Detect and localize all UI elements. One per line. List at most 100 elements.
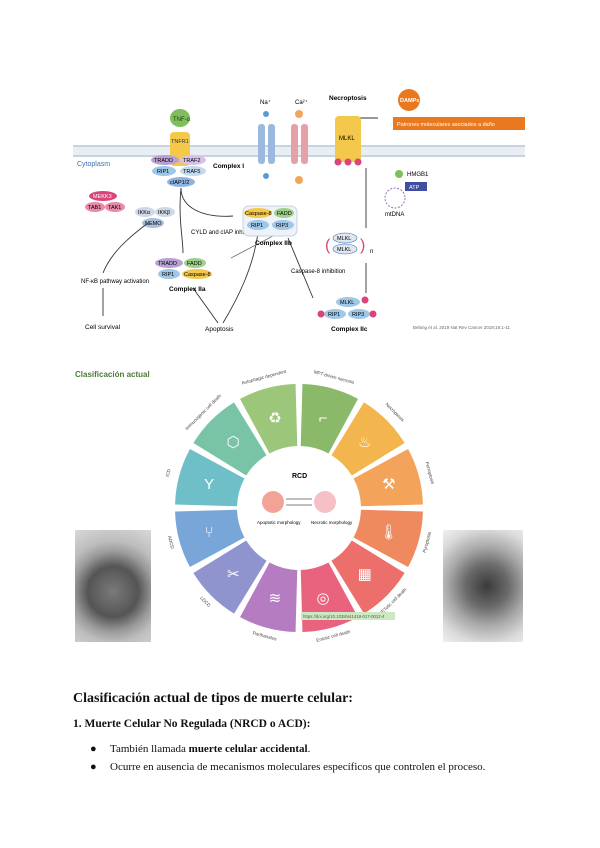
fadd-label: FADD <box>187 261 202 267</box>
list-item: ● Ocurre en ausencia de mecanismos molec… <box>90 761 485 773</box>
cell-membrane <box>73 146 525 156</box>
wheel-segment-label: Ferroptosis <box>424 461 435 485</box>
tak1-label: TAK1 <box>108 205 121 211</box>
cutlery-icon: ⑂ <box>205 524 214 541</box>
wheel-segment <box>300 384 358 454</box>
ciap-label: cIAP1/2 <box>170 180 189 186</box>
wheel-segment <box>193 402 267 476</box>
list-item: ● También llamada muerte celular acciden… <box>90 743 485 755</box>
patrones-label: Patrones moleculares asociados a daño <box>397 122 495 128</box>
apoptotic-cell <box>262 491 284 513</box>
rip3-label: RIP3 <box>276 223 288 229</box>
bullet-icon: ● <box>90 743 97 755</box>
mlkl1-node <box>332 232 358 244</box>
fadd-node <box>184 258 206 268</box>
svg-text:(: ( <box>325 237 331 254</box>
bullet-suffix: . <box>307 743 311 755</box>
mekk3-node <box>89 191 117 201</box>
nfkb-label: NF-κB pathway activation <box>81 279 149 285</box>
dna-icon: ≋ <box>269 590 282 607</box>
rip1-label: RIP1 <box>157 169 169 175</box>
rcd-wheel: ⌐♨⚒🌡▦◎≋✂⑂Y⬡♻ RCD Apoptotic morphology Ne… <box>165 369 436 643</box>
rip1b-label: RIP1 <box>162 272 174 278</box>
bullet-icon: ● <box>90 761 97 773</box>
fire-icon: ♨ <box>358 434 371 451</box>
rip1c-node <box>247 220 269 230</box>
ikkb-label: IKKβ <box>158 210 170 216</box>
caspase8b-node <box>244 208 272 218</box>
scissors-icon: ✂ <box>227 566 240 583</box>
wheel-segment <box>175 509 245 567</box>
wheel-segment-label: Autophagic dependent <box>241 369 287 386</box>
tnf-ligand <box>170 109 190 127</box>
rip1b-node <box>158 269 180 279</box>
wheel-segment-label: ICD <box>165 468 172 478</box>
faucet-icon: ⌐ <box>319 410 328 427</box>
mlkl-c-node <box>336 297 360 307</box>
tradd2-node <box>155 258 183 268</box>
fadd2-label: FADD <box>277 211 292 217</box>
pathway-arrows <box>102 117 378 324</box>
wheel-segment-label: Entotic cell death <box>316 629 352 643</box>
svg-text:): ) <box>360 237 365 254</box>
net-icon: ▦ <box>358 566 372 583</box>
pathway-diagram: Cytoplasm TNF-α TNFR1 TRADD TRAF2 RIP1 T… <box>73 89 525 333</box>
complex2a-label: Complex IIa <box>169 286 206 293</box>
mlkl-pore <box>335 116 361 162</box>
tradd-label: TRADD <box>154 158 173 164</box>
figure-title: Clasificación actual <box>75 370 150 379</box>
caspase8-label: Caspase-8 <box>184 272 211 278</box>
tnfr1-label: TNFR1 <box>171 139 189 145</box>
bullet-text: Ocurre en ausencia de mecanismos molecul… <box>110 761 486 773</box>
rip3-node <box>272 220 294 230</box>
cell-survival-label: Cell survival <box>85 324 121 331</box>
necrotic-label: Necrotic morphology <box>311 520 353 525</box>
anvil-icon: ⚒ <box>382 476 395 493</box>
caspase8-node <box>182 269 212 279</box>
wheel-segment <box>240 384 298 454</box>
traf2-label: TRAF2 <box>183 158 200 164</box>
wheel-segment-label: Parthanatos <box>252 630 278 641</box>
tnf-pathway-figure: Cytoplasm TNF-α TNFR1 TRADD TRAF2 RIP1 T… <box>73 88 525 340</box>
rip1d-node <box>324 309 346 319</box>
section-subheading: 1. Muerte Celular No Regulada (NRCD o AC… <box>73 718 311 730</box>
nemo-label: NEMO <box>145 221 162 227</box>
necrotic-cell <box>314 491 336 513</box>
link-box <box>301 612 395 620</box>
wheel-segment-label: ADCD <box>167 535 175 550</box>
apoptosis-label: Apoptosis <box>205 326 234 333</box>
complex2b-label: Complex IIb <box>255 240 292 247</box>
traf5-node <box>180 166 206 176</box>
ca-label: Ca²⁺ <box>295 99 308 106</box>
fadd2-node <box>274 208 294 218</box>
bullet-bold-text: muerte celular accidental <box>188 743 308 755</box>
bullet-text: También llamada <box>110 743 189 755</box>
mtdna-label: mtDNA <box>385 212 404 218</box>
mlkl-main-label: MLKL <box>339 136 355 142</box>
wheel-segment <box>331 402 405 476</box>
wheel-segment-label: LDCD <box>199 595 212 608</box>
bullet-list: ● También llamada muerte celular acciden… <box>90 743 485 779</box>
ikka-label: IKKα <box>138 210 151 216</box>
tradd-node <box>151 155 179 165</box>
cell-in-cell-icon: ◎ <box>317 590 330 607</box>
damps-label: DAMPs <box>400 98 419 104</box>
mlkl-c-label: MLKL <box>340 300 354 306</box>
traf5-label: TRAF5 <box>183 169 200 175</box>
wheel-segment-label: MPT-driven necrosis <box>313 369 355 385</box>
recycle-icon: ♻ <box>268 410 281 427</box>
rcd-label: RCD <box>292 473 307 480</box>
wheel-segment-label: Necroptosis <box>384 402 405 423</box>
caspase-inhibition-label: Caspase-8 inhibition <box>291 269 345 275</box>
antibody-icon: Y <box>204 476 214 493</box>
traf2-node <box>180 155 206 165</box>
nemo-node <box>142 218 164 228</box>
tab1-node <box>85 202 105 212</box>
rip3b-label: RIP3 <box>352 312 364 318</box>
wheel-segment-label: Pyroptosis <box>422 531 433 554</box>
doi-link[interactable]: https://doi.org/10.1038/s41418-017-0012-… <box>303 614 385 619</box>
damps-node <box>398 89 420 111</box>
hexagon-icon: ⬡ <box>227 434 240 451</box>
tab1-label: TAB1 <box>88 205 101 211</box>
classification-figure: Clasificación actual ⌐♨⚒🌡▦◎≋✂⑂Y⬡♻ RCD Ap… <box>73 362 525 644</box>
